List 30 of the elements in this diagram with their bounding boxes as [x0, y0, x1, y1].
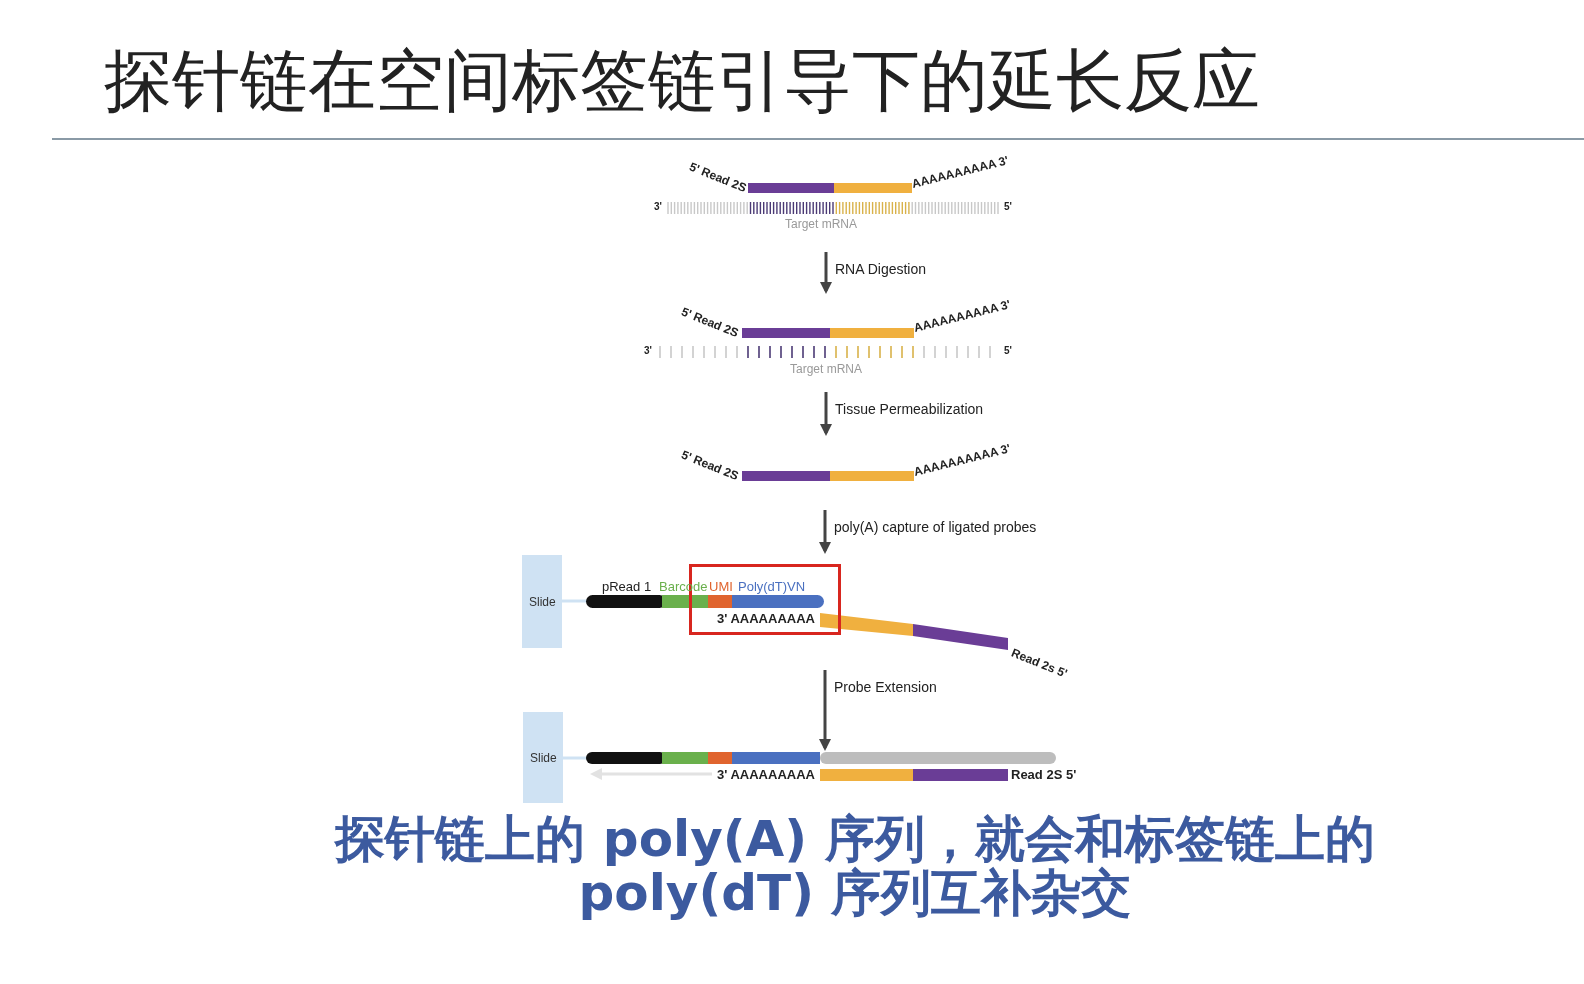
- slide-title: 探针链在空间标签链引导下的延长反应: [104, 44, 1260, 119]
- edge-label: RNA Digestion: [835, 262, 927, 276]
- slide-label: Slide: [529, 595, 556, 608]
- end-label: 3': [654, 202, 662, 212]
- strand-label: 5' Read 2S: [679, 305, 741, 340]
- segment-label: Poly(dT)VN: [738, 580, 806, 593]
- sequence-label: 3' AAAAAAAAA: [717, 768, 815, 781]
- slide-label: Slide: [530, 751, 557, 764]
- arrow: [819, 670, 831, 751]
- slide-panel: [523, 712, 563, 803]
- edge-label: Probe Extension: [834, 680, 937, 694]
- arrow: [820, 392, 832, 436]
- strand-label: Read 2s 5': [1009, 646, 1069, 680]
- caption: 探针链上的 poly(A) 序列，就会和标签链上的poly(dT) 序列互补杂交: [335, 812, 1375, 920]
- edge-label: poly(A) capture of ligated probes: [834, 520, 1037, 534]
- end-label: 5': [1004, 202, 1012, 212]
- strand-label: Target mRNA: [790, 363, 863, 375]
- arrow: [820, 252, 832, 294]
- end-label: 3': [644, 346, 652, 356]
- strand-label: 5' Read 2S: [687, 160, 749, 195]
- arrow: [819, 510, 831, 554]
- sequence-label: 3' AAAAAAAAA: [717, 612, 815, 625]
- segment-label: pRead 1: [602, 580, 652, 593]
- strand-label: Read 2S 5': [1011, 768, 1077, 781]
- strand-label: 5' Read 2S: [679, 448, 741, 483]
- slide-panel: [522, 555, 562, 648]
- edge-label: Tissue Permeabilization: [835, 402, 984, 416]
- strand-label: Target mRNA: [785, 218, 858, 230]
- segment-label: UMI: [709, 580, 733, 593]
- end-label: 5': [1004, 346, 1012, 356]
